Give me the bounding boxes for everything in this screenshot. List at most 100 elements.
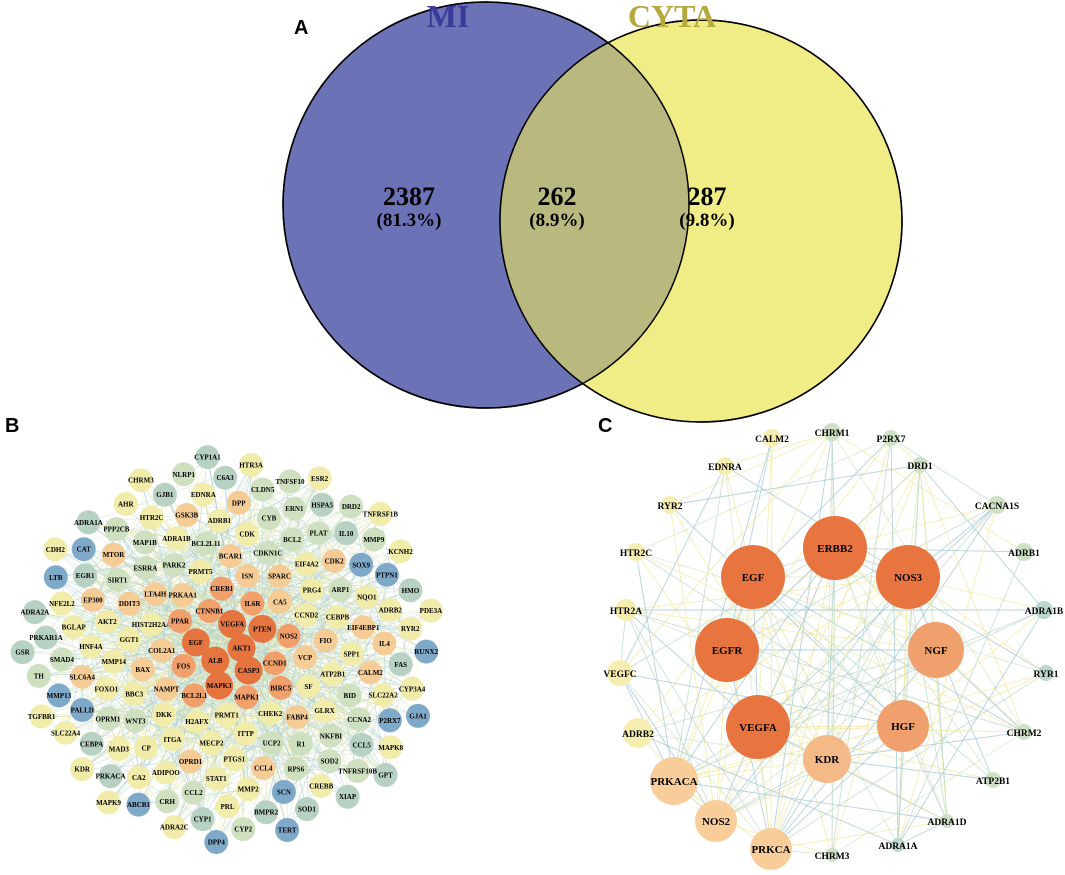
node-label: AKT1 [232,645,251,653]
node-htr2a: HTR2A [610,599,642,621]
node-circle [151,702,176,727]
node-nos3: NOS3 [876,545,940,609]
node-mmp2: MMP2 [236,777,261,802]
node-circle [267,589,292,614]
node-label: ALB [208,657,223,665]
node-vegfa: VEGFA [218,610,247,639]
node-label: ARP1 [332,586,350,594]
node-ryr1: RYR1 [1034,665,1059,681]
node-circle [29,704,54,729]
node-circle [276,624,301,649]
network-edge [41,588,222,717]
node-circle [128,468,153,493]
node-ccl2: CCL2 [181,780,206,805]
node-circle [940,814,954,828]
node-label: GSR [15,649,30,657]
node-circle [139,505,164,530]
node-chrm3: CHRM3 [128,468,154,493]
node-ryr2: RYR2 [398,616,423,641]
network-edge [890,437,899,846]
node-label: GSK3B [175,512,198,520]
node-circle [406,703,431,728]
node-sod2: SOD2 [317,749,342,774]
node-circle [299,578,324,603]
node-circle [322,548,347,573]
node-circle [70,664,95,689]
node-label: ERN1 [285,505,304,513]
node-circle [320,662,345,687]
node-label: PALLD [71,706,94,714]
node-label: ADRB2 [379,607,403,615]
node-crebb: CREBB [309,773,334,798]
node-sod1: SOD1 [294,797,319,822]
network-edge [770,672,1047,850]
node-egr1: EGR1 [73,563,98,588]
network-edge [724,431,833,467]
node-sox9: SOX9 [349,552,374,577]
node-adrb1: ADRB1 [1008,543,1040,561]
node-label: NOS3 [894,572,923,584]
node-label: FOXO1 [95,685,119,693]
node-circle [347,707,372,732]
network-edge [351,610,432,655]
node-label: PRKAR1A [29,634,62,642]
node-circle [215,794,240,819]
node-fio: FIO [313,628,338,653]
node-label: CREB1 [210,585,233,593]
network-edge [108,714,227,803]
node-adipoo: ADIPOO [152,760,180,785]
node-erbb2: ERBB2 [803,516,867,580]
network-edge [34,611,152,626]
node-nkfbi: NKFBI [318,723,343,748]
node-il6r: IL6R [240,591,265,616]
node-col2a1: COL2A1 [148,638,176,663]
node-circle [233,721,258,746]
node-circle [883,430,899,446]
network-edge [673,465,726,782]
node-label: P2RX7 [876,435,905,445]
node-label: KCNH2 [388,548,413,556]
node-cebpa: CEBPA [79,731,104,756]
network-edge [172,647,242,740]
node-label: PRMT1 [215,712,240,720]
network-edge [635,551,904,727]
node-eif4a2: EIF4A2 [294,552,319,577]
node-prl: PRL [215,794,240,819]
node-label: IL10 [339,530,354,538]
node-label: DRD1 [907,462,933,472]
node-label: CACNA1S [975,502,1019,512]
panel-c-letter: C [598,415,612,437]
network-edge [673,437,773,782]
node-circle [191,482,216,507]
node-il4: IL4 [372,631,397,656]
node-prmt1: PRMT1 [215,703,240,728]
node-vegfa: VEGFA [726,695,790,759]
network-edge [752,576,904,727]
node-map1b: MAP1B [133,530,157,555]
node-circle [251,756,276,781]
node-circle [876,545,940,609]
node-circle [162,815,187,840]
node-circle [275,818,300,843]
node-circle [105,567,130,592]
node-mapk3: MAPK3 [205,671,234,700]
node-circle [61,614,86,639]
node-label: SPARC [268,573,291,581]
node-circle [80,587,105,612]
network-edge [757,576,909,728]
node-cyp3a4: CYP3A4 [399,676,426,701]
node-label: TNFSF10 [275,478,305,486]
node-label: FAS [394,661,407,669]
node-circle [750,828,792,870]
node-label: CCL2 [184,789,203,797]
node-adra2a: ADRA2A [20,600,49,625]
node-circle [258,701,283,726]
node-circle [823,423,841,441]
node-circle [354,584,379,609]
node-h2afx: H2AFX [184,709,209,734]
node-circle [1035,601,1053,619]
node-circle [222,747,247,772]
node-circle [337,683,362,708]
node-adra1a: ADRA1A [74,510,103,535]
node-label: HIST2H2AA [132,621,171,629]
